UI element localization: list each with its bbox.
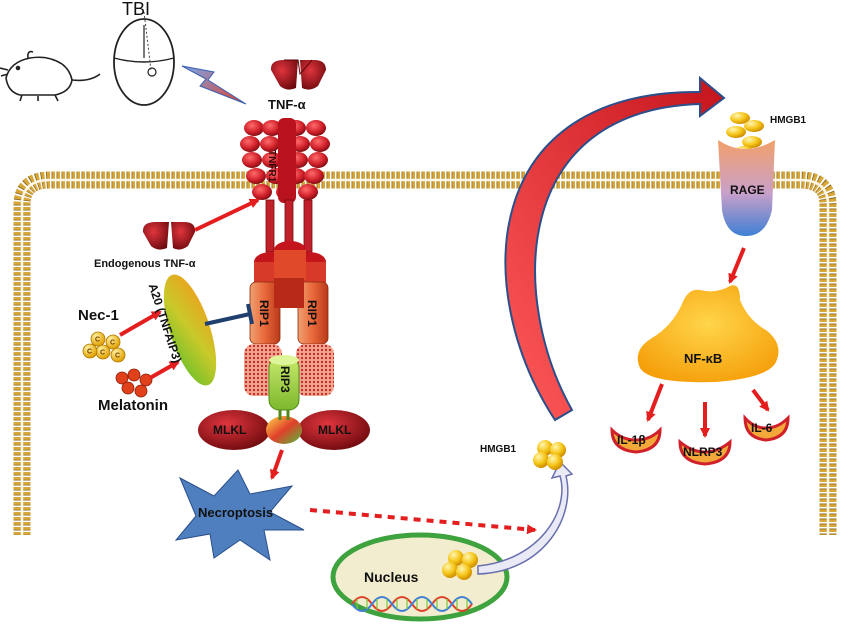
melatonin-molecules <box>115 368 153 398</box>
hmgb1-released <box>533 440 566 470</box>
tnf-alpha-trimer <box>270 59 326 90</box>
mouse-icon <box>0 50 101 102</box>
tnfr1-receptor <box>240 118 330 253</box>
rip3-label: RIP3 <box>278 366 292 393</box>
hmgb1-nuclear <box>442 550 478 580</box>
rip1-left-label: RIP1 <box>257 300 271 327</box>
nfkb-complex <box>637 285 779 383</box>
necroptosis-burst <box>174 469 305 562</box>
mlkl-left-label: MLKL <box>213 423 247 437</box>
hmgb1-release-curved-arrow <box>504 75 726 422</box>
nec1-label: Nec-1 <box>78 307 119 324</box>
hmgb1-extracellular-label: HMGB1 <box>770 115 807 126</box>
cytokine-cups <box>610 414 790 466</box>
nfkb-label: NF-κB <box>684 351 723 366</box>
il6-label: IL-6 <box>751 421 773 435</box>
activation-arrows <box>119 198 770 480</box>
rip1-right-label: RIP1 <box>305 300 319 327</box>
endogenous-tnf-alpha <box>142 222 196 250</box>
nucleus <box>330 532 510 622</box>
a20-protein <box>163 274 217 386</box>
melatonin-label: Melatonin <box>98 397 168 414</box>
rip3-protein <box>268 355 300 411</box>
il1b-label: IL-1β <box>617 433 646 447</box>
svg-text:C: C <box>95 337 100 344</box>
cell-membrane <box>13 171 837 535</box>
rage-label: RAGE <box>730 183 765 197</box>
nuclear-export-arrow <box>477 460 574 575</box>
svg-text:C: C <box>100 350 105 357</box>
endogenous-tnf-label: Endogenous TNF-α <box>94 258 196 270</box>
mlkl-right-label: MLKL <box>318 423 352 437</box>
rage-receptor <box>718 140 775 236</box>
tnf-alpha-label: TNF-α <box>268 97 306 112</box>
release-dashed-arrow <box>309 508 537 535</box>
nec1-molecules <box>82 331 126 363</box>
dna-icon <box>351 596 473 612</box>
lightning-icon <box>181 65 247 105</box>
svg-text:C: C <box>87 349 92 356</box>
head-icon <box>113 11 175 106</box>
a20-inhibition-arrow <box>204 303 254 326</box>
tnfr1-label: TNFR1 <box>266 150 277 183</box>
necroptosis-label: Necroptosis <box>198 505 274 520</box>
nlrp3-label: NLRP3 <box>683 445 723 459</box>
tbi-label: TBI <box>122 0 151 19</box>
svg-text:C: C <box>115 353 120 360</box>
svg-text:C: C <box>110 340 115 347</box>
mlkl-complex <box>198 410 370 450</box>
nucleus-label: Nucleus <box>364 569 419 585</box>
hmgb1-cytoplasm-label: HMGB1 <box>480 444 517 455</box>
